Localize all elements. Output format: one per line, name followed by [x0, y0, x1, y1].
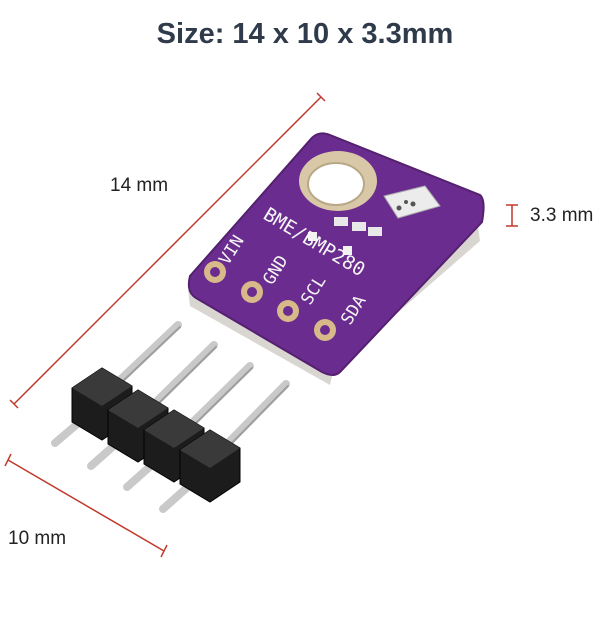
dimension-line-width: [4, 453, 168, 558]
dimension-line-length: [9, 92, 326, 409]
marker-square: [343, 246, 352, 255]
mounting-hole: [299, 151, 377, 211]
height-label: 3.3 mm: [530, 205, 594, 226]
solder-pads: [204, 261, 336, 341]
capacitor: [334, 217, 348, 226]
resistor: [368, 227, 382, 236]
length-label: 14 mm: [110, 175, 169, 196]
dimension-line-height: [506, 204, 518, 227]
resistor: [352, 222, 366, 231]
pin-header: [51, 321, 290, 513]
marker-square: [308, 232, 317, 241]
width-label: 10 mm: [8, 528, 67, 549]
sensor-board: BME/BMP280 VIN GND SCL SDA: [187, 132, 485, 385]
sensor-chip: [383, 185, 441, 219]
page-title: Size: 14 x 10 x 3.3mm: [156, 18, 454, 50]
